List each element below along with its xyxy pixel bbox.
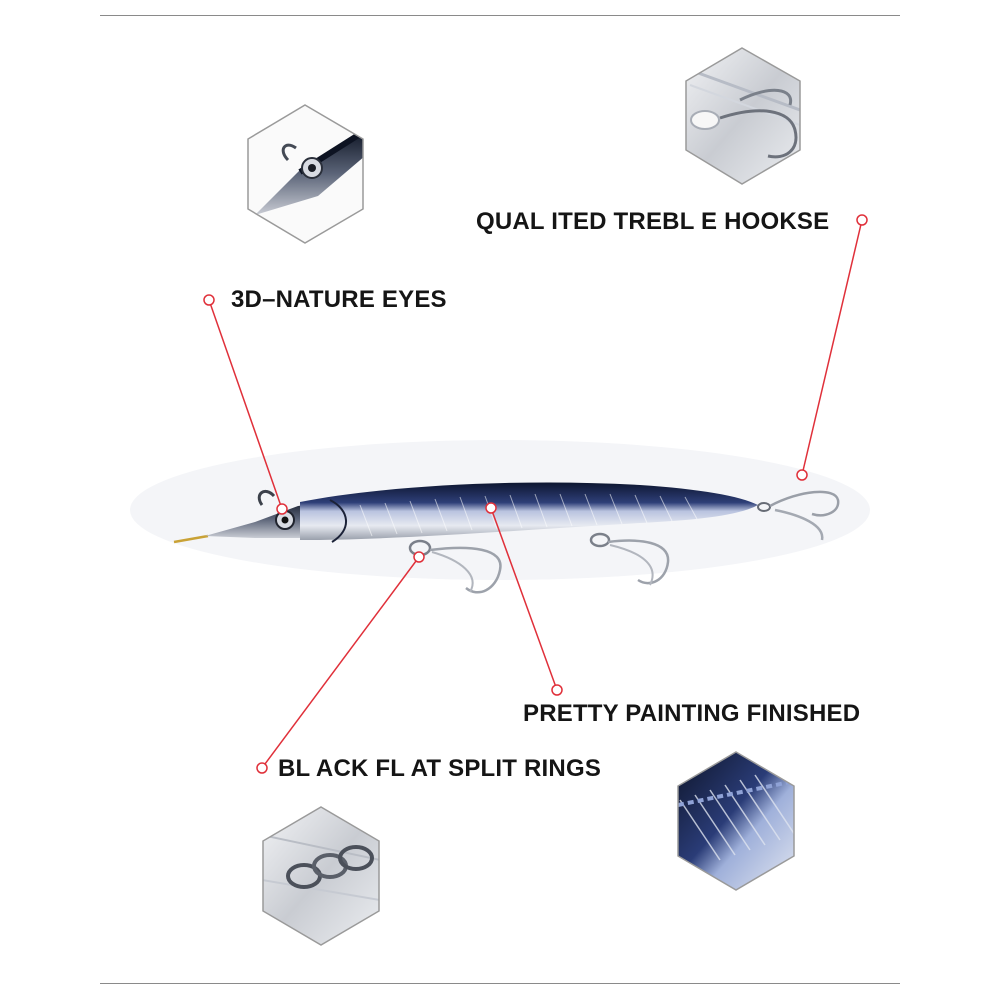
bottom-divider	[100, 983, 900, 984]
painting-anchor-dot	[485, 502, 497, 514]
painting-detail-thumbnail	[677, 751, 795, 891]
top-divider	[100, 15, 900, 16]
painting-callout-label: PRETTY PAINTING FINISHED	[523, 700, 861, 727]
eyes-detail-thumbnail	[247, 104, 364, 244]
hooks-detail-thumbnail	[685, 47, 801, 185]
belly-treble-hook-front	[429, 546, 502, 594]
hooks-leader-line	[801, 219, 863, 476]
split-rings-callout-label: BL ACK FL AT SPLIT RINGS	[278, 755, 602, 782]
hooks-anchor-dot	[796, 469, 808, 481]
split-rings-leader-line	[261, 556, 420, 769]
eyes-anchor-dot	[276, 503, 288, 515]
painting-callout-dot	[551, 684, 563, 696]
eyes-callout-dot	[203, 294, 215, 306]
split-rings-anchor-dot	[413, 551, 425, 563]
split-rings-detail-thumbnail	[262, 806, 380, 946]
tail-treble-hook	[769, 490, 840, 517]
hooks-callout-label: QUAL ITED TREBL E HOOKSE	[476, 208, 830, 235]
lure-body	[300, 482, 758, 540]
wire-leader	[173, 534, 209, 544]
fishing-lure	[173, 482, 840, 594]
eyes-callout-label: 3D–NATURE EYES	[231, 286, 447, 313]
eyes-leader-line	[208, 299, 283, 510]
split-rings-callout-dot	[256, 762, 268, 774]
hooks-callout-dot	[856, 214, 868, 226]
painting-leader-line	[490, 507, 558, 691]
